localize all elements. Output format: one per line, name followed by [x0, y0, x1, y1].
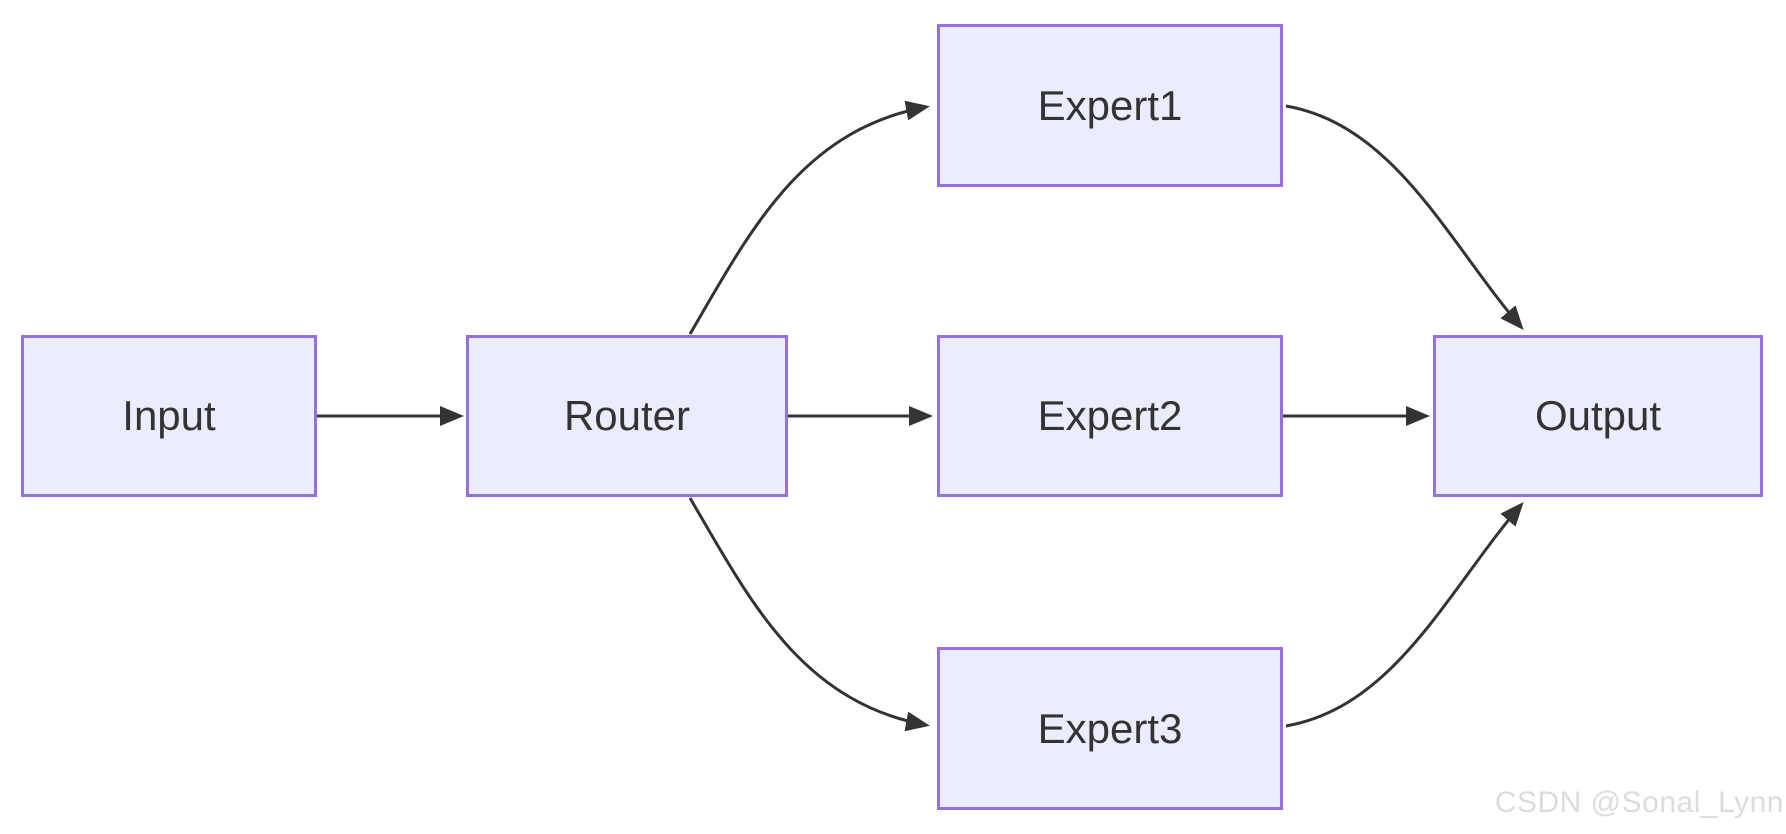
edge-router-expert3: [688, 497, 930, 732]
node-output: Output: [1433, 335, 1763, 497]
edge-router-expert1: [688, 100, 930, 335]
node-expert1: Expert1: [937, 24, 1283, 187]
node-expert3-label: Expert3: [1037, 704, 1183, 752]
node-expert1-label: Expert1: [1037, 81, 1183, 129]
node-expert3: Expert3: [937, 647, 1283, 810]
node-input: Input: [21, 335, 317, 497]
watermark: CSDN @Sonal_Lynn: [1494, 786, 1784, 819]
node-router: Router: [466, 335, 788, 497]
node-output-label: Output: [1534, 392, 1662, 439]
node-expert2: Expert2: [937, 335, 1283, 497]
node-router-label: Router: [563, 392, 691, 439]
edge-expert3-output: [1285, 501, 1524, 728]
node-expert2-label: Expert2: [1037, 392, 1183, 439]
node-input-label: Input: [122, 392, 216, 439]
edge-expert1-output: [1285, 104, 1524, 331]
